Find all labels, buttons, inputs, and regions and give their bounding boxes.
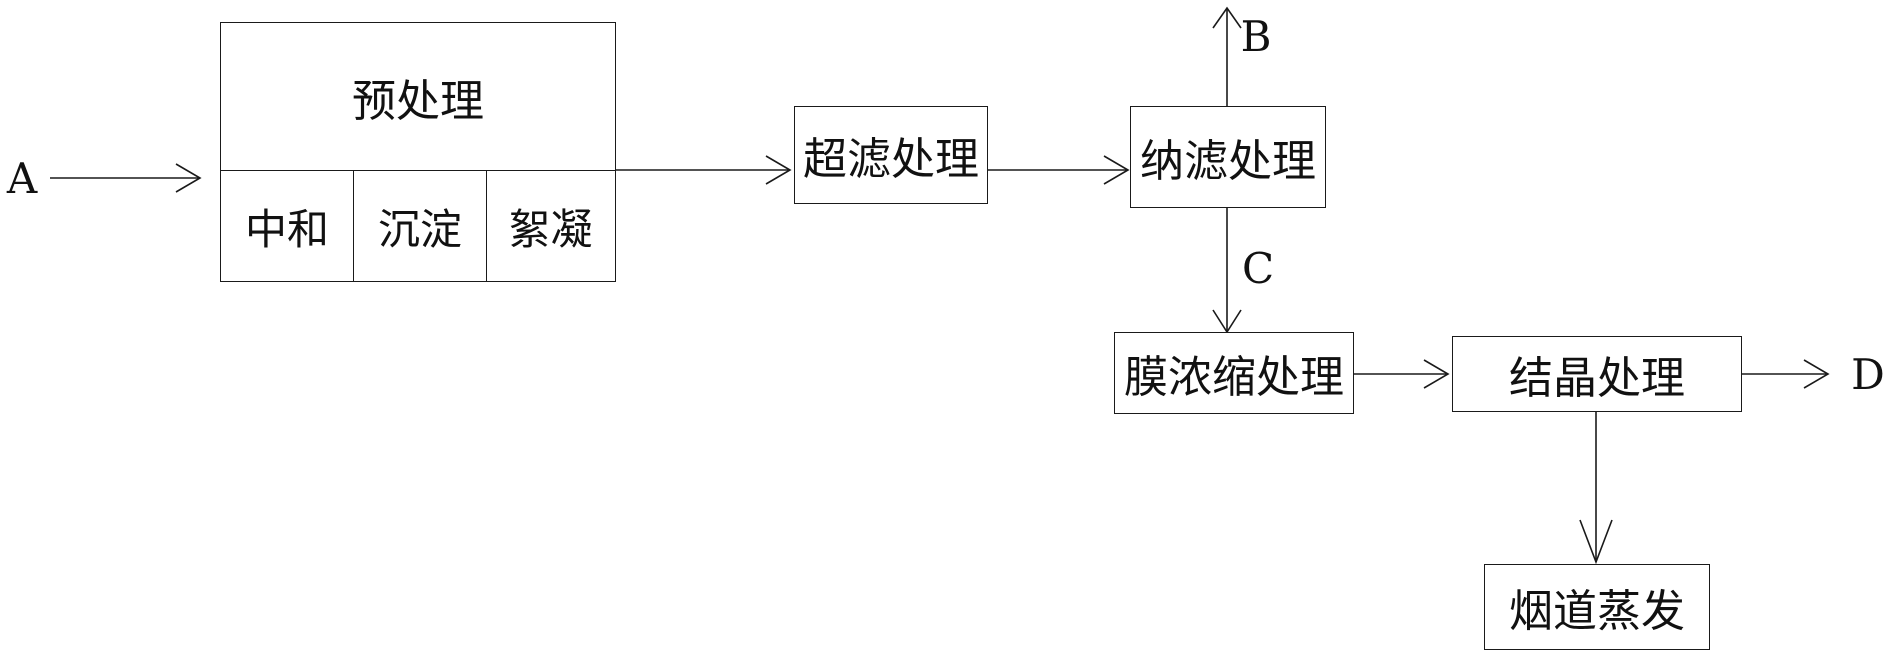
pretreatment-sub-neutralization: 中和 (221, 171, 354, 281)
pretreatment-sub-label: 絮凝 (508, 204, 593, 254)
arrowhead-flue (1579, 519, 1613, 565)
pretreatment-sub-label: 沉淀 (377, 204, 462, 254)
arrowhead-b (1212, 6, 1242, 29)
ultrafiltration-box: 超滤处理 (794, 106, 988, 204)
pretreatment-sub-row: 中和 沉淀 絮凝 (220, 170, 616, 282)
flue-evaporation-label: 烟道蒸发 (1509, 586, 1685, 637)
pretreatment-box: 预处理 中和 沉淀 絮凝 (220, 22, 616, 282)
pretreatment-title-cell: 预处理 (220, 22, 616, 172)
nanofiltration-label: 纳滤处理 (1140, 136, 1316, 187)
pretreatment-sub-label: 中和 (244, 204, 329, 254)
crystallization-box: 结晶处理 (1452, 336, 1742, 412)
output-label-d: D (1851, 349, 1885, 399)
nanofiltration-box: 纳滤处理 (1130, 106, 1326, 208)
arrowhead-d (1803, 359, 1830, 389)
arrowhead-ultrafiltration (765, 155, 792, 185)
input-label-a: A (6, 153, 38, 203)
pretreatment-sub-flocculation: 絮凝 (487, 171, 614, 281)
arrowhead-a (175, 163, 202, 193)
pretreatment-title: 预处理 (352, 76, 484, 127)
output-label-b: B (1240, 11, 1272, 61)
pretreatment-sub-precipitation: 沉淀 (354, 171, 487, 281)
ultrafiltration-label: 超滤处理 (803, 134, 979, 185)
arrowhead-crystallization (1423, 359, 1450, 389)
membrane-concentration-box: 膜浓缩处理 (1114, 332, 1354, 414)
arrowhead-nanofiltration (1103, 155, 1130, 185)
membrane-concentration-label: 膜浓缩处理 (1124, 352, 1344, 403)
crystallization-label: 结晶处理 (1509, 353, 1685, 404)
output-label-c: C (1241, 243, 1275, 293)
flue-evaporation-box: 烟道蒸发 (1484, 564, 1710, 650)
